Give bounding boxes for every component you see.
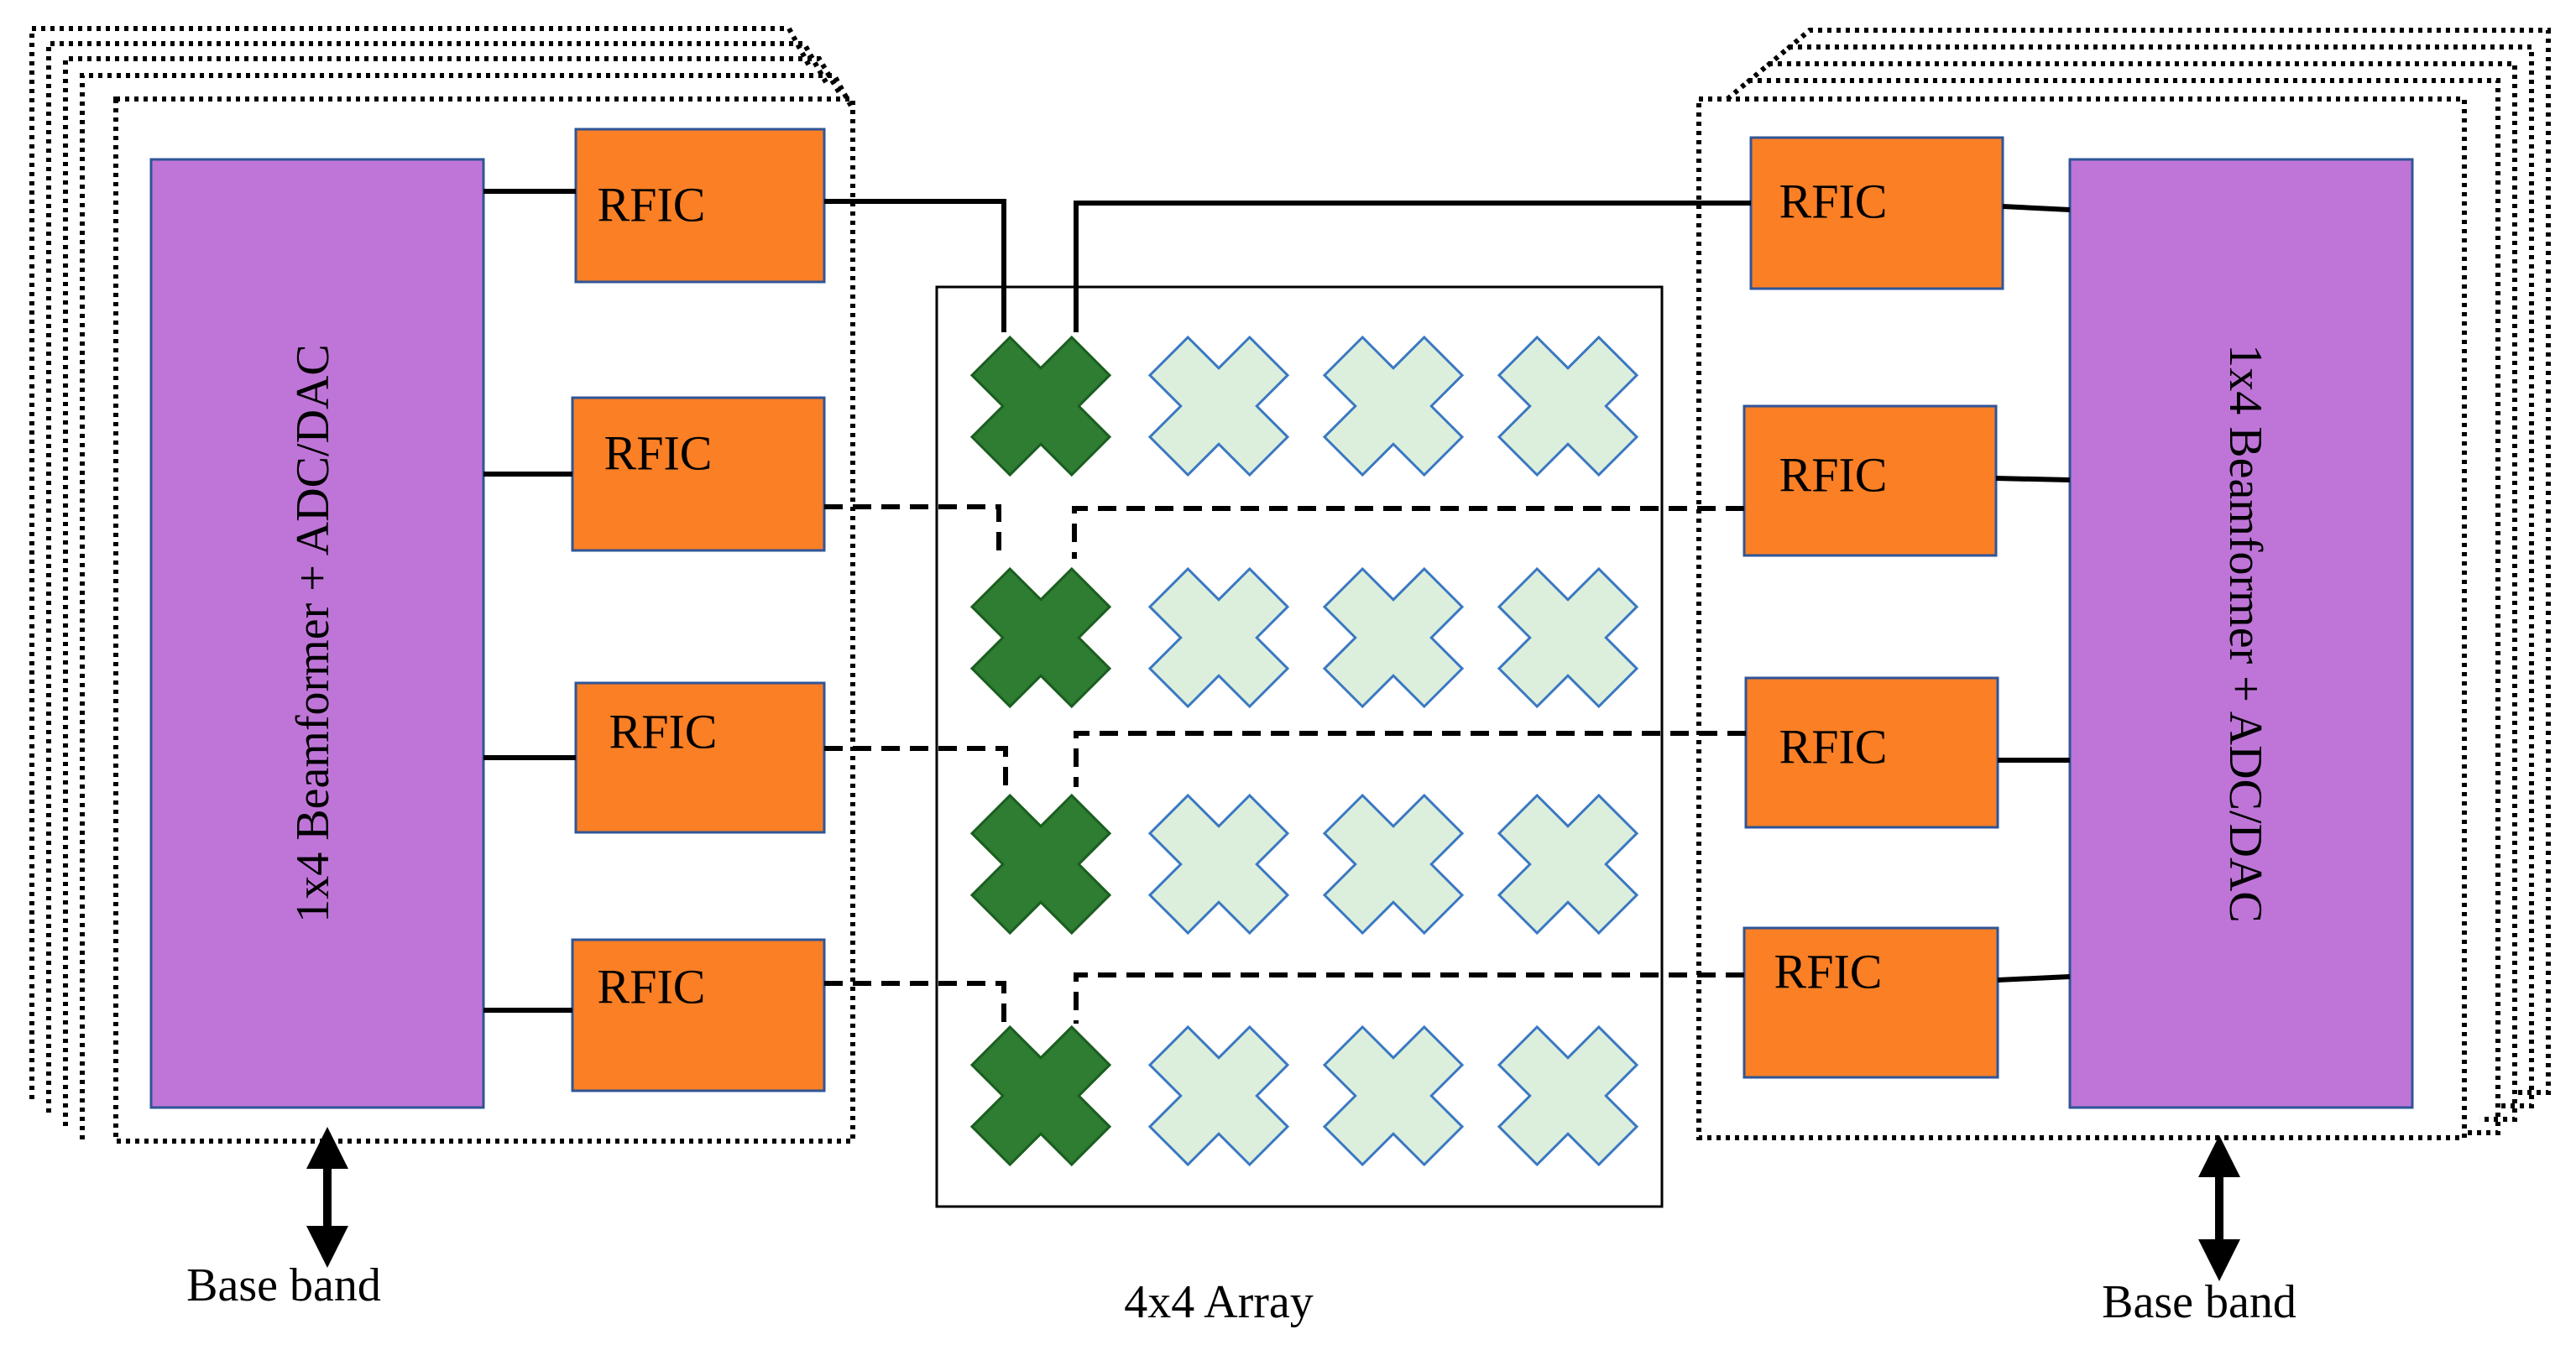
left-rfic-3 (574, 681, 826, 834)
left-rfic-3-label: RFIC (609, 704, 718, 759)
left-frame-4 (29, 26, 813, 1099)
left-rfic-2-label: RFIC (604, 425, 713, 480)
feed-lines (824, 199, 1751, 1024)
right-rfic-group: RFIC RFIC RFIC RFIC (1743, 136, 2004, 1079)
left-rfic-1 (574, 128, 826, 284)
antenna-element-r3-c1 (969, 793, 1112, 936)
right-frame-4 (1786, 28, 2551, 1095)
left-baseband-label: Base band (186, 1259, 381, 1311)
right-rfic-3-label: RFIC (1779, 719, 1888, 774)
left-frame-3 (46, 41, 828, 1113)
left-bf-rfic-links (483, 189, 576, 1013)
antenna-element-r2-c2 (1147, 566, 1290, 709)
antenna-element-r1-c1 (969, 335, 1112, 477)
array-label: 4x4 Array (1124, 1276, 1314, 1328)
right-rfic-2 (1743, 404, 1998, 557)
antenna-element-r1-c2 (1147, 335, 1290, 477)
right-frame-2 (1746, 61, 2517, 1122)
feed-right-1 (1074, 201, 1751, 332)
right-stacked-frames (1696, 28, 2551, 1140)
antenna-element-r4-c1 (969, 1024, 1112, 1167)
antenna-element-r4-c4 (1497, 1024, 1639, 1167)
left-frame-2 (63, 56, 844, 1126)
right-rfic-4 (1743, 926, 1999, 1079)
right-frame-3 (1766, 44, 2534, 1108)
antenna-element-r4-c3 (1322, 1024, 1465, 1167)
right-rfic-4-label: RFIC (1774, 944, 1883, 998)
feed-left-1 (824, 199, 1006, 332)
left-frame-front (113, 96, 855, 1144)
feed-left-3 (824, 746, 1008, 787)
antenna-element-r4-c2 (1147, 1024, 1290, 1167)
feed-right-3 (1074, 731, 1746, 787)
left-rfic-4 (571, 938, 826, 1092)
left-beamformer-label: 1x4 Beamformer + ADC/DAC (287, 344, 339, 923)
feed-right-4 (1074, 972, 1744, 1024)
right-frame-front (1696, 96, 2467, 1140)
array-elements (969, 335, 1639, 1167)
left-frame-1 (80, 73, 855, 1139)
antenna-element-r3-c2 (1147, 793, 1290, 936)
right-frame-1 (1726, 78, 2500, 1135)
right-baseband-label: Base band (2102, 1276, 2296, 1328)
left-rfic-1-label: RFIC (598, 177, 706, 232)
left-rfic-group: RFIC RFIC RFIC RFIC (571, 128, 826, 1092)
antenna-element-r2-c3 (1322, 566, 1465, 709)
antenna-element-r2-c1 (969, 566, 1112, 709)
right-rfic-1 (1749, 136, 2004, 290)
right-bf-rfic-links (1995, 204, 2071, 983)
antenna-element-r2-c4 (1497, 566, 1639, 709)
antenna-element-r3-c3 (1322, 793, 1465, 936)
feed-left-2 (824, 504, 1001, 559)
feed-left-4 (824, 981, 1006, 1024)
antenna-element-r3-c4 (1497, 793, 1639, 936)
right-beamformer-block (2068, 158, 2414, 1109)
right-rfic-3 (1744, 676, 1999, 829)
array-frame (935, 285, 1664, 1208)
right-rfic-2-label: RFIC (1779, 447, 1888, 502)
feed-right-2 (1072, 506, 1744, 559)
left-beamformer-block (149, 158, 485, 1109)
right-beamformer-label: 1x4 Beamformer + ADC/DAC (2219, 344, 2271, 923)
right-rfic-1-label: RFIC (1779, 174, 1888, 228)
left-rfic-2 (571, 396, 826, 552)
antenna-element-r1-c4 (1497, 335, 1639, 477)
antenna-element-r1-c3 (1322, 335, 1465, 477)
left-stacked-frames (29, 26, 855, 1144)
left-rfic-4-label: RFIC (598, 959, 706, 1014)
